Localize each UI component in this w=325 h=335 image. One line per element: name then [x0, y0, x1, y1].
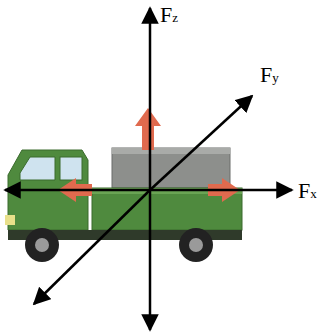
axis-label: Fy	[260, 64, 279, 86]
axes	[5, 8, 292, 330]
axis-label: Fz	[160, 4, 178, 26]
axis-label: Fx	[298, 180, 317, 202]
truck	[5, 148, 242, 262]
